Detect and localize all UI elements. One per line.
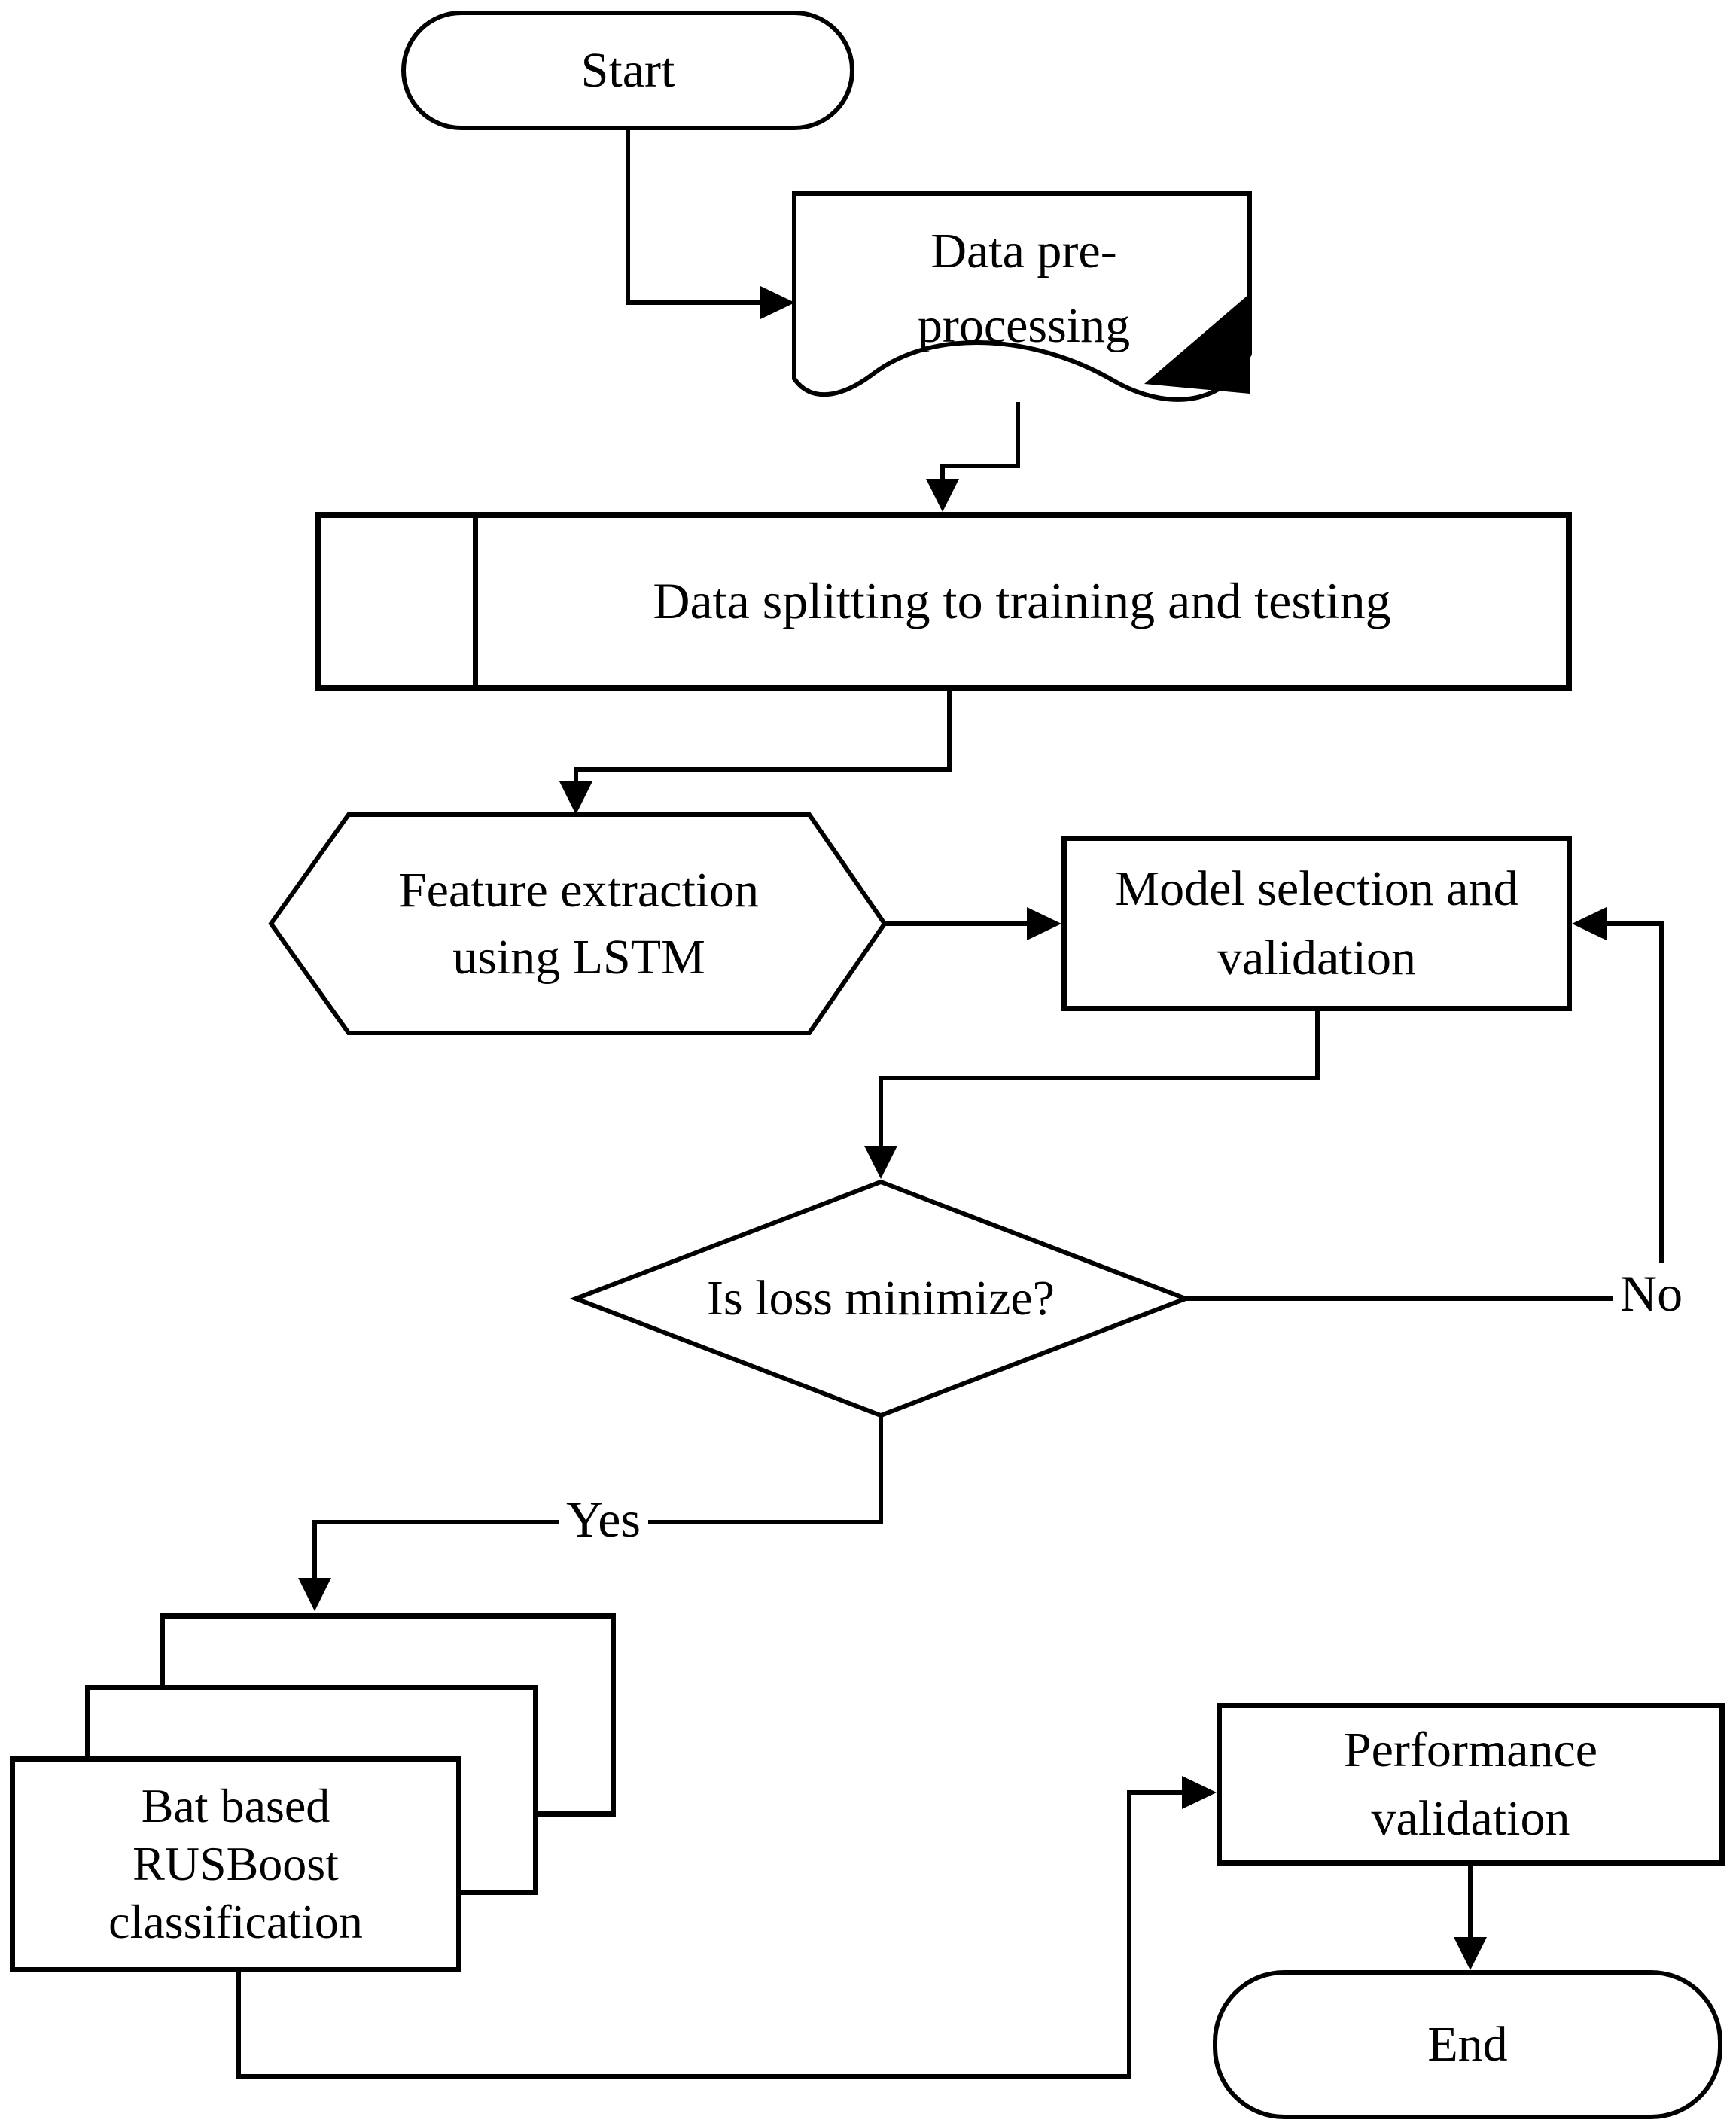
node-splitting-label: Data splitting to training and testing [653, 572, 1391, 630]
arrowhead-into-splitting [926, 479, 959, 512]
edge-label-yes: Yes [559, 1489, 648, 1549]
splitting-left-stripe [321, 518, 478, 685]
performance-line-2: validation [1371, 1791, 1570, 1846]
arrowhead-into-classification [298, 1578, 331, 1611]
node-performance: Performance validation [1217, 1703, 1725, 1866]
document-fold-corner-icon [1144, 294, 1250, 394]
model-selection-line-1: Model selection and [1115, 861, 1518, 917]
arrowhead-into-feature [559, 781, 592, 815]
edge-label-no: No [1613, 1263, 1691, 1323]
edge-decision-no-loop [1186, 921, 1664, 1301]
arrowhead-into-preprocessing [760, 286, 795, 319]
performance-line-1: Performance [1343, 1722, 1598, 1777]
model-selection-line-2: validation [1217, 930, 1416, 985]
document-shape [792, 191, 1252, 402]
node-model-selection: Model selection and validation [1061, 836, 1572, 1011]
node-start: Start [401, 11, 854, 130]
diamond-shape [569, 1179, 1192, 1418]
edge-splitting-to-feature [574, 691, 952, 804]
node-start-label: Start [580, 42, 675, 98]
arrowhead-into-model-right [1572, 907, 1607, 940]
arrowhead-into-end [1454, 1937, 1487, 1970]
node-classification-front: Bat based RUSBoost classification [10, 1756, 461, 1972]
edge-model-to-decision [879, 1011, 1320, 1168]
yes-text: Yes [566, 1491, 641, 1548]
node-splitting: Data splitting to training and testing [315, 512, 1572, 691]
classification-line-1: Bat based [141, 1779, 330, 1833]
arrowhead-into-decision [864, 1146, 897, 1179]
hexagon-shape [268, 812, 888, 1035]
arrowhead-into-performance [1182, 1776, 1217, 1809]
node-end-label: End [1427, 2017, 1508, 2073]
classification-line-2: RUSBoost [132, 1837, 339, 1891]
edge-start-to-preprocessing [626, 130, 784, 305]
no-text: No [1620, 1265, 1683, 1322]
classification-line-3: classification [108, 1894, 363, 1948]
edge-classification-to-performance [236, 1790, 1206, 2079]
node-end: End [1213, 1970, 1722, 2119]
arrowhead-into-model-left [1027, 907, 1061, 940]
